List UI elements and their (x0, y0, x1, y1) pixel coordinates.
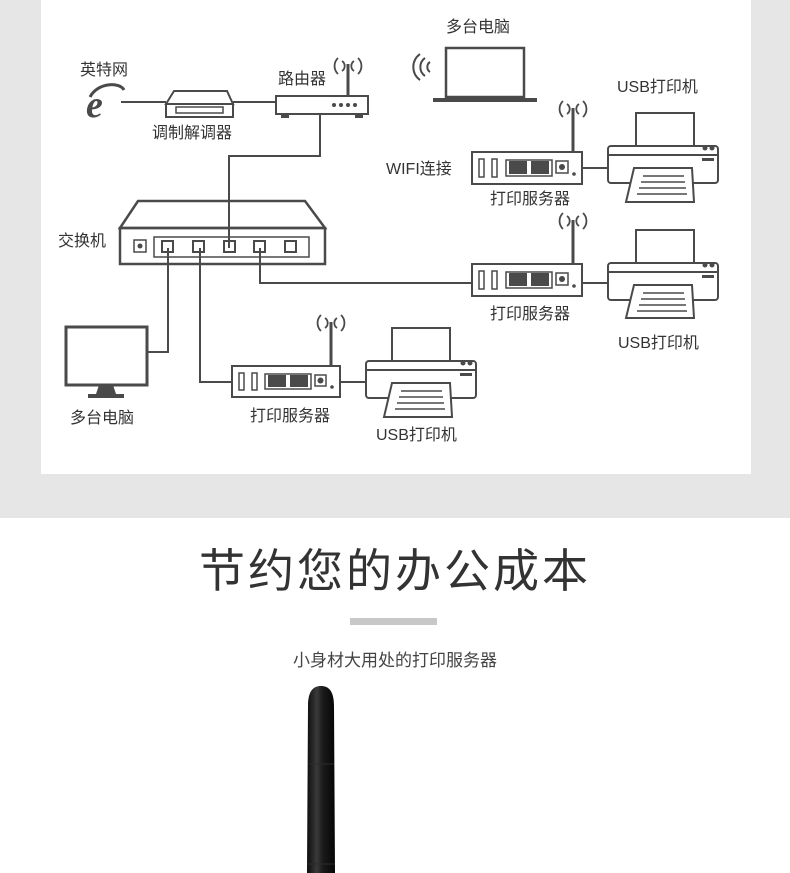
usb-printer-2-label: USB打印机 (618, 336, 699, 352)
switch-printserver3-link (200, 248, 232, 382)
laptop-icon (433, 48, 537, 100)
modem-label: 调制解调器 (152, 125, 232, 141)
antenna-icon (300, 684, 344, 873)
usb-printer-1-label: USB打印机 (617, 80, 698, 96)
wifi-icon (413, 54, 430, 80)
print-server-1-label: 打印服务器 (490, 191, 570, 207)
router-label: 路由器 (278, 71, 326, 87)
printer-icon (608, 113, 718, 202)
pc-top-label: 多台电脑 (446, 19, 510, 35)
switch-icon (120, 201, 325, 264)
print-server-3-label: 打印服务器 (250, 408, 330, 424)
switch-printserver2-link (260, 248, 472, 283)
pc-bottom-label: 多台电脑 (70, 410, 134, 426)
modem-icon (166, 91, 233, 117)
wifi-link-label: WIFI连接 (386, 162, 452, 178)
router-icon (276, 58, 368, 118)
section-title: 节约您的办公成本 (0, 548, 790, 594)
switch-label: 交换机 (58, 233, 106, 249)
usb-printer-3-label: USB打印机 (376, 428, 457, 444)
ie-icon: e (86, 84, 124, 126)
printer-icon (366, 328, 476, 417)
title-divider (350, 618, 437, 625)
print-server-icon (232, 315, 344, 397)
print-server-2-label: 打印服务器 (490, 306, 570, 322)
print-server-icon (472, 101, 586, 184)
monitor-icon (66, 327, 147, 398)
internet-label: 英特网 (80, 62, 128, 78)
section-subtitle: 小身材大用处的打印服务器 (0, 653, 790, 670)
print-server-icon (472, 213, 586, 296)
printer-icon (608, 230, 718, 318)
